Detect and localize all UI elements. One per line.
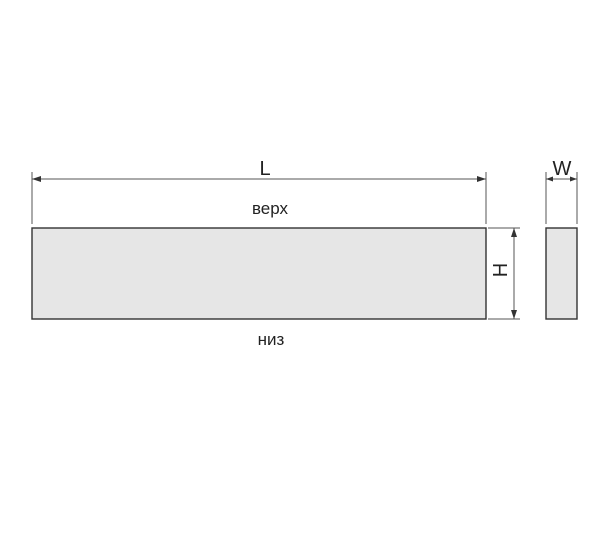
length-arrow-left (32, 176, 41, 182)
bottom-label: низ (258, 330, 285, 349)
height-arrow-top (511, 228, 517, 237)
top-label: верх (252, 199, 289, 218)
height-label: H (490, 263, 512, 277)
width-arrow-right (570, 176, 577, 182)
length-arrow-right (477, 176, 486, 182)
width-arrow-left (546, 176, 553, 182)
bar-side-view (545, 227, 578, 320)
width-label: W (553, 158, 572, 180)
bar-front-view (31, 227, 487, 320)
height-arrow-bottom (511, 310, 517, 319)
length-label: L (259, 158, 270, 180)
